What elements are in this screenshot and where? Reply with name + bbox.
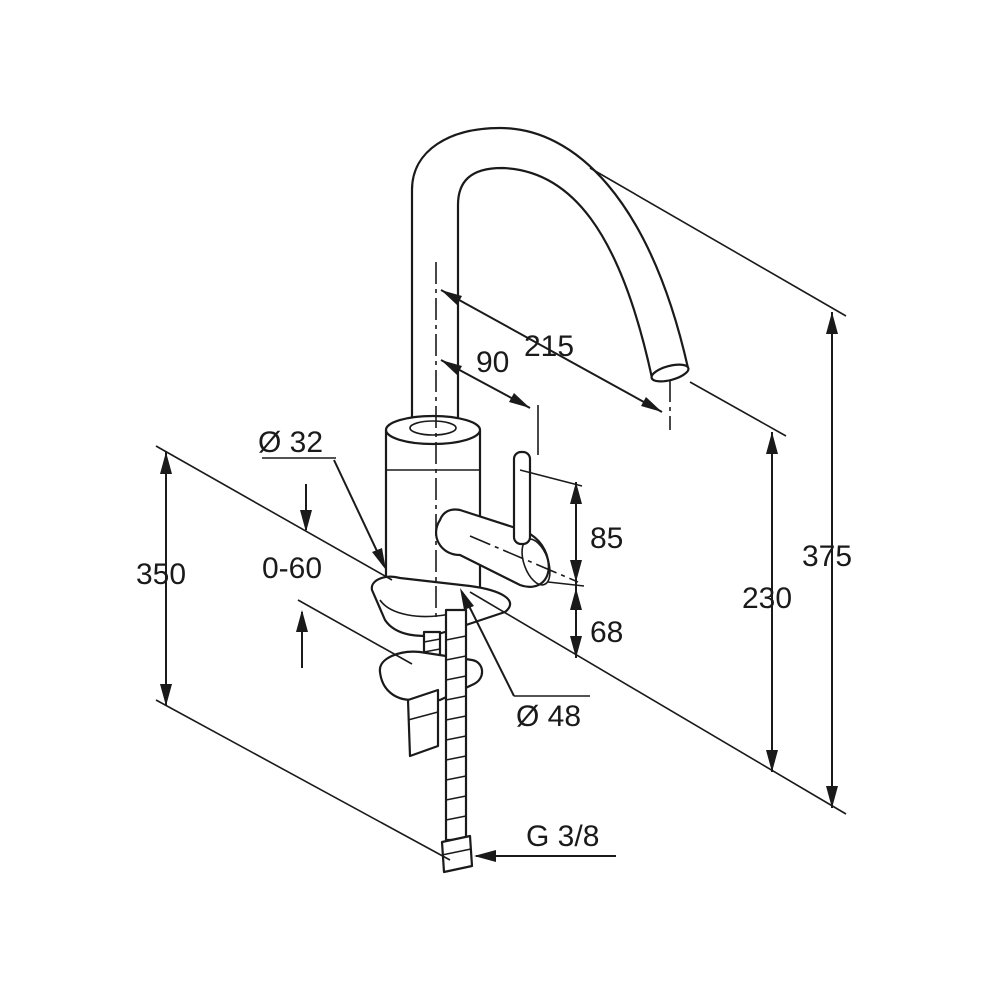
dim-thread-g38: G 3/8	[526, 820, 599, 853]
faucet	[370, 126, 690, 874]
dimension-labels: 215 90 Ø 32 85 350 0-60 68 230 375 Ø 48 …	[136, 330, 852, 853]
dim-85: 85	[590, 522, 623, 555]
dim-diameter-48: Ø 48	[516, 700, 581, 733]
dimension-lines	[155, 167, 847, 862]
dim-230: 230	[742, 582, 792, 615]
dim-215: 215	[524, 330, 574, 363]
centerlines	[435, 262, 671, 620]
dim-0-60: 0-60	[262, 552, 322, 585]
dim-90: 90	[476, 346, 509, 379]
hose-fitting	[440, 834, 474, 874]
spout	[410, 126, 690, 427]
clamp-block	[406, 688, 440, 758]
dim-375: 375	[802, 540, 852, 573]
base-plate	[370, 575, 512, 637]
dim-diameter-32: Ø 32	[258, 426, 323, 459]
body-top	[384, 414, 482, 446]
spout-outlet	[650, 363, 690, 383]
supply-hose	[444, 608, 468, 842]
dim-350: 350	[136, 558, 186, 591]
lever-handle	[512, 450, 532, 546]
dim-68: 68	[590, 616, 623, 649]
